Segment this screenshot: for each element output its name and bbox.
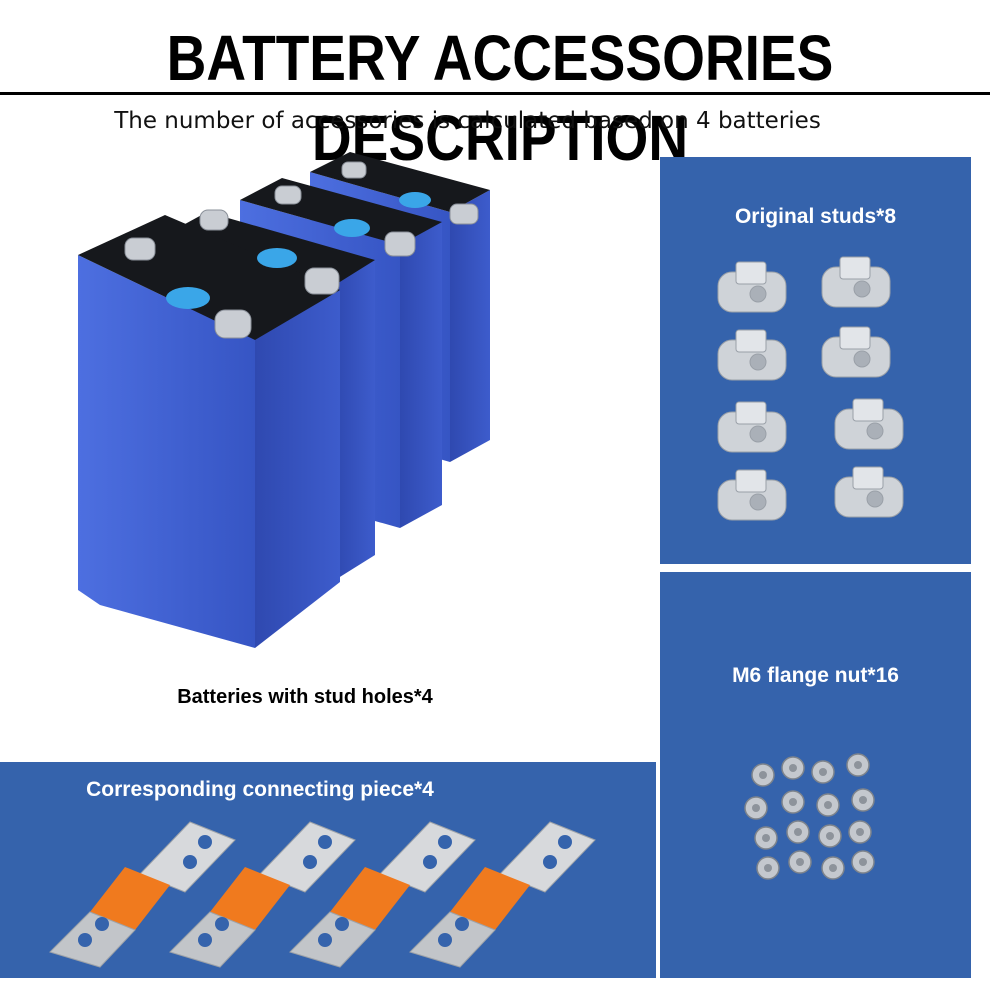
- nuts-panel: M6 flange nut*16: [660, 572, 971, 978]
- connectors-label: Corresponding connecting piece*4: [86, 778, 434, 801]
- page-subtitle: The number of accessories is calculated …: [114, 108, 821, 134]
- batteries-label: Batteries with stud holes*4: [177, 686, 433, 708]
- connectors-image: [49, 821, 596, 968]
- page-title: BATTERY ACCESSORIES DESCRIPTION: [166, 22, 834, 174]
- nuts-label: M6 flange nut*16: [732, 664, 899, 687]
- nuts-image: [744, 753, 875, 880]
- studs-label: Original studs*8: [734, 205, 897, 228]
- studs-image: [717, 256, 904, 521]
- batteries-image: [78, 152, 490, 648]
- connectors-panel: Corresponding connecting piece*4: [0, 762, 656, 978]
- title-divider: [0, 92, 990, 95]
- studs-panel: Original studs*8: [660, 157, 971, 564]
